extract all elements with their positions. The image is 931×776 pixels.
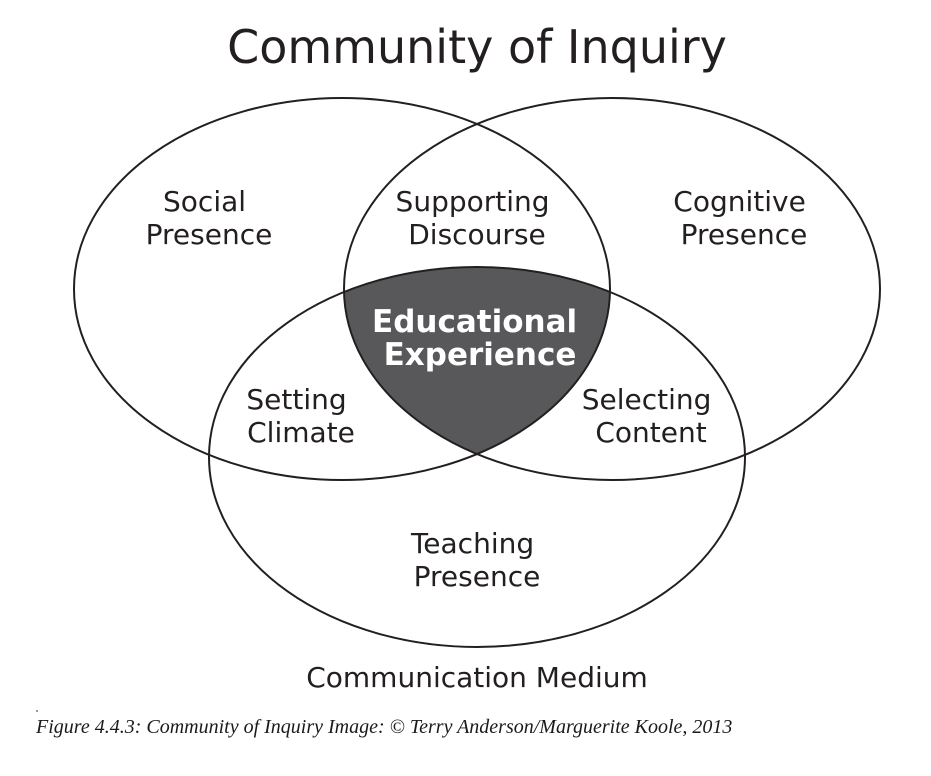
social-presence-circle xyxy=(73,97,611,481)
supporting-discourse-label: Supporting Discourse xyxy=(396,185,559,251)
diagram-title: Community of Inquiry xyxy=(227,20,727,74)
selecting-content-label: Selecting Content xyxy=(582,383,721,449)
cognitive-presence-circle xyxy=(343,97,881,481)
caption-marker xyxy=(36,710,38,712)
teaching-presence-circle xyxy=(208,266,746,648)
teaching-presence-label: Teaching Presence xyxy=(410,527,543,593)
communication-medium-label: Communication Medium xyxy=(306,661,648,694)
social-presence-label: Social Presence xyxy=(146,185,273,251)
educational-experience-label: Educational Experience xyxy=(372,304,588,373)
cognitive-presence-label: Cognitive Presence xyxy=(673,185,814,251)
setting-climate-label: Setting Climate xyxy=(246,383,355,449)
figure-caption: Figure 4.4.3: Community of Inquiry Image… xyxy=(36,716,733,738)
